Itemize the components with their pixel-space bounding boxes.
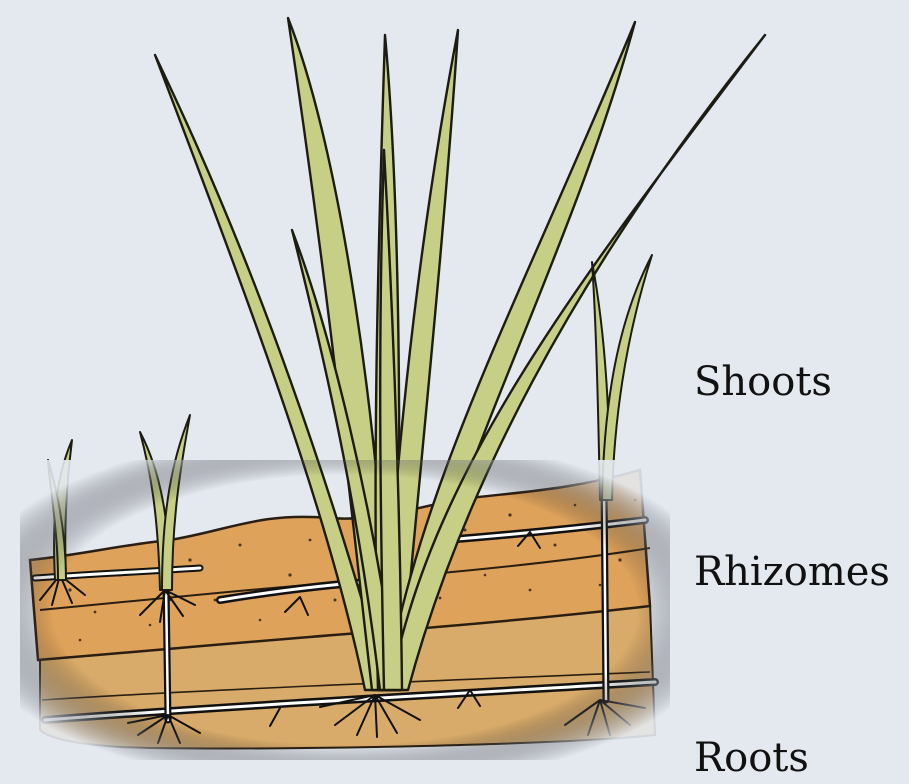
roots-label: Roots (694, 738, 809, 778)
shoots-label: Shoots (694, 362, 832, 402)
edge-fade (20, 460, 670, 760)
rhizomes-label: Rhizomes (694, 552, 890, 592)
